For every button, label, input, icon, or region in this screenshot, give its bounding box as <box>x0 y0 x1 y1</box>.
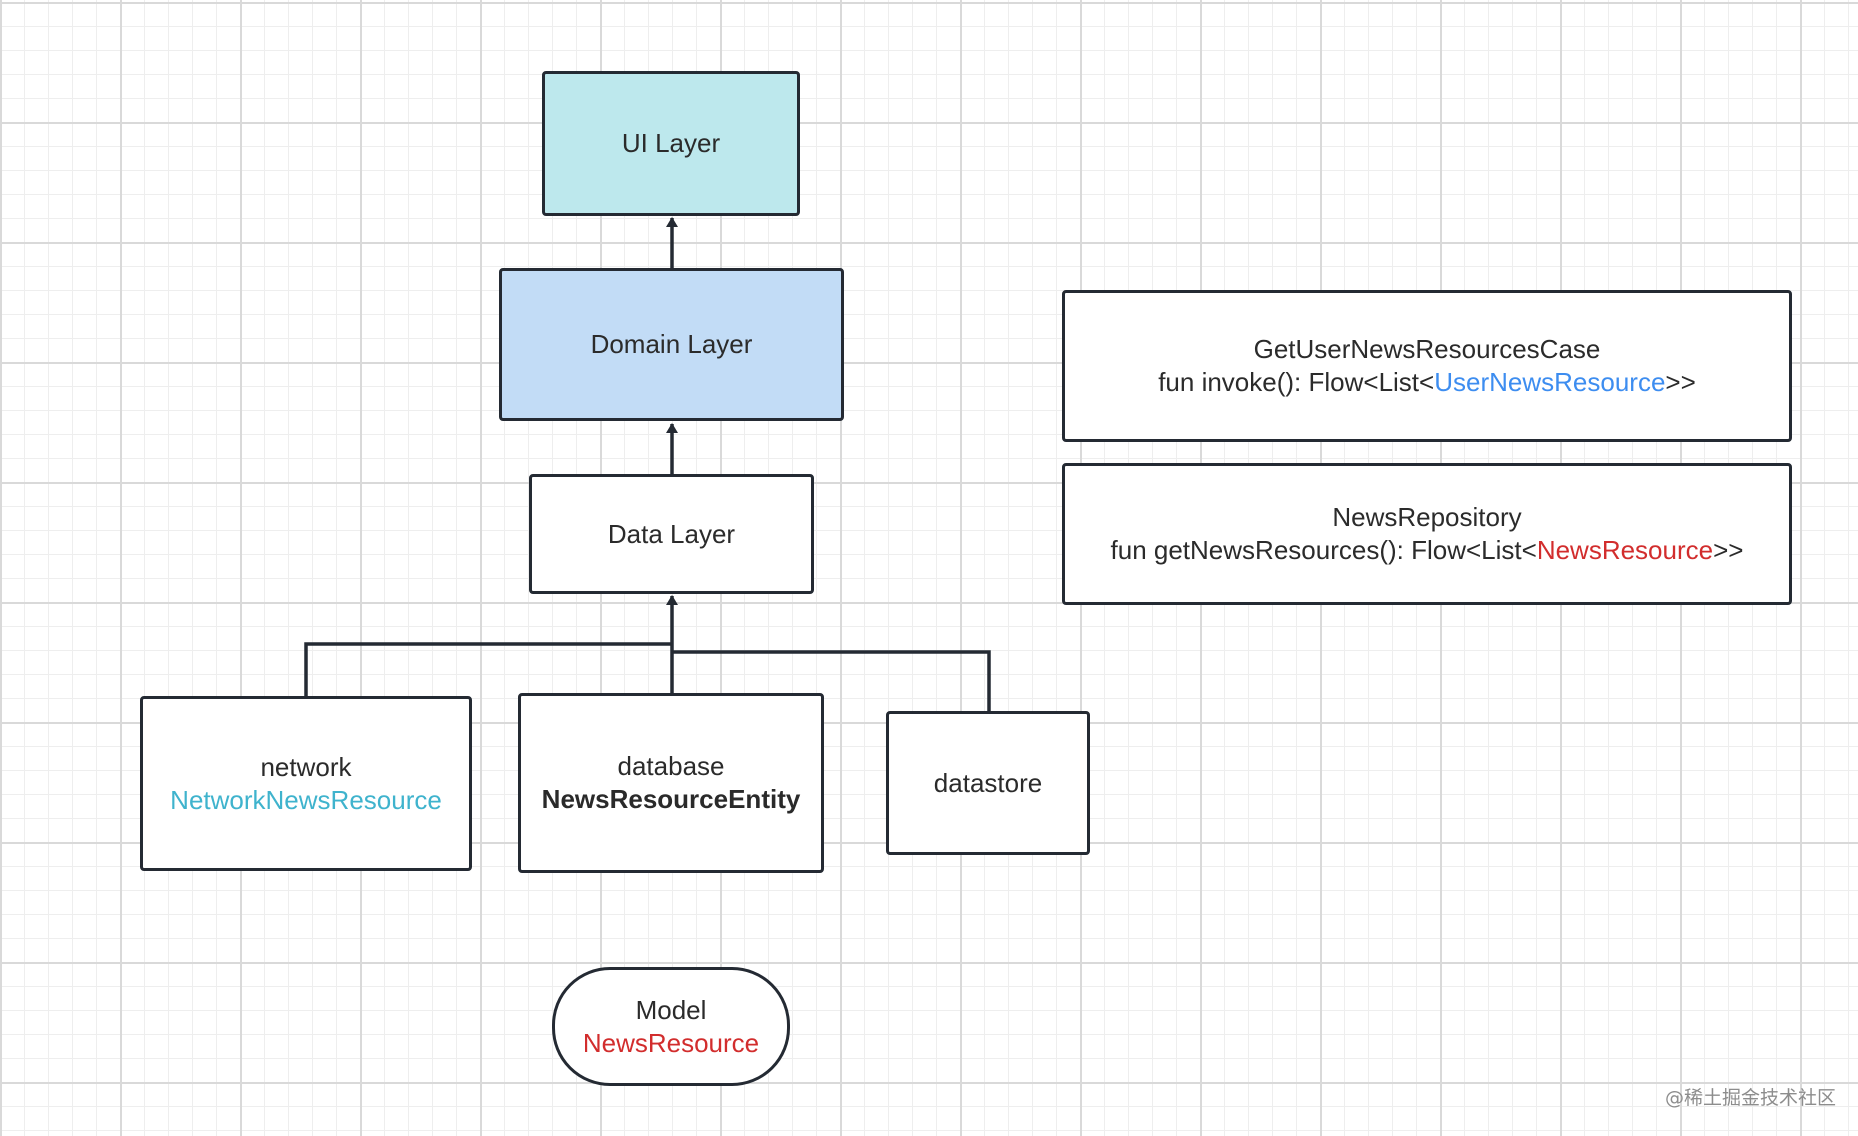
repository-box[interactable]: NewsRepository fun getNewsResources(): F… <box>1062 463 1792 605</box>
ui-layer-label: UI Layer <box>621 128 721 158</box>
datastore-source-box[interactable]: datastore <box>886 711 1090 855</box>
connector-network <box>304 642 672 697</box>
use-case-signature: fun invoke(): Flow<List<UserNewsResource… <box>1158 367 1696 397</box>
network-source-type: NetworkNewsResource <box>170 784 442 815</box>
watermark-text: @稀土掘金技术社区 <box>1664 1087 1836 1109</box>
domain-layer-label: Domain Layer <box>590 329 753 359</box>
repository-name: NewsRepository <box>1332 502 1522 532</box>
data-layer-box[interactable]: Data Layer <box>529 474 814 594</box>
database-source-type: NewsResourceEntity <box>541 784 801 814</box>
use-case-box[interactable]: GetUserNewsResourcesCase fun invoke(): F… <box>1062 290 1792 442</box>
database-source-label: database <box>617 751 725 781</box>
database-source-box[interactable]: database NewsResourceEntity <box>518 693 824 873</box>
model-type: NewsResource <box>582 1027 760 1058</box>
datastore-source-label: datastore <box>933 767 1043 798</box>
model-box[interactable]: Model NewsResource <box>552 967 790 1086</box>
network-source-box[interactable]: network NetworkNewsResource <box>140 696 472 871</box>
repository-return-type: NewsResource <box>1536 535 1714 565</box>
repository-signature: fun getNewsResources(): Flow<List<NewsRe… <box>1110 535 1744 565</box>
use-case-return-type: UserNewsResource <box>1434 367 1666 397</box>
use-case-name: GetUserNewsResourcesCase <box>1253 334 1601 364</box>
network-source-label: network <box>260 751 352 782</box>
model-label: Model <box>635 994 707 1025</box>
ui-layer-box[interactable]: UI Layer <box>542 71 800 216</box>
domain-layer-box[interactable]: Domain Layer <box>499 268 844 421</box>
data-layer-label: Data Layer <box>607 518 736 549</box>
